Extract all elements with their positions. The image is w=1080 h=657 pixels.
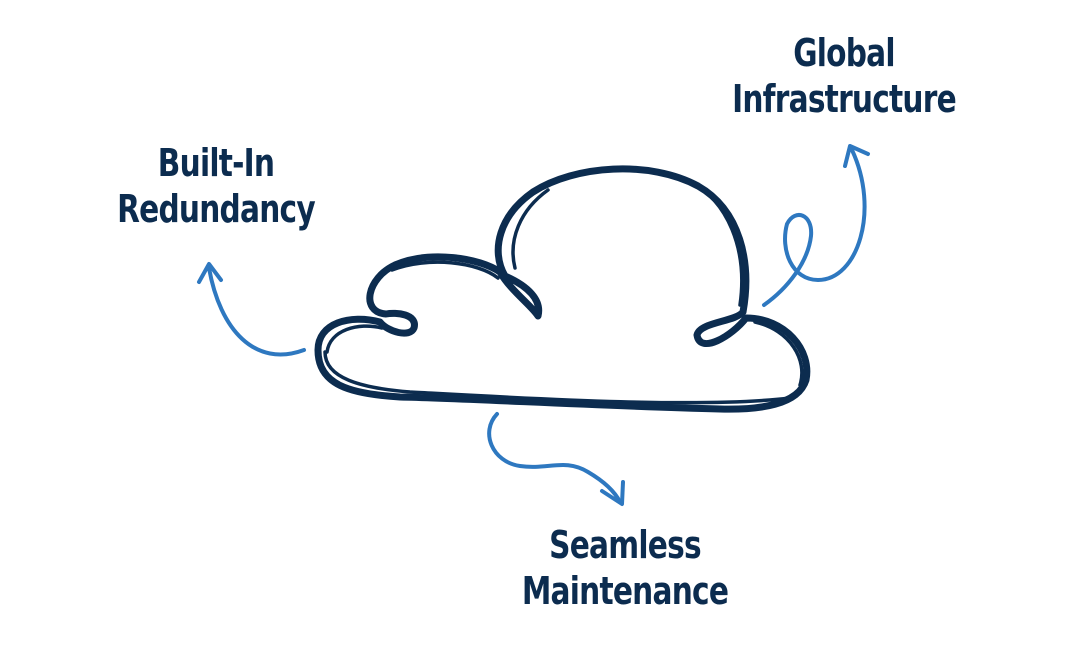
label-global-line-2: Infrastructure [732, 77, 957, 121]
maintenance-arrow-head [600, 480, 625, 506]
wavy-arrow-down-right-icon [487, 412, 625, 506]
label-redundancy-line-1: Built-In [157, 141, 275, 185]
redundancy-arrow-shaft [207, 266, 306, 357]
label-maintenance-line-1: Seamless [549, 523, 701, 567]
label-global-line-1: Global [793, 31, 895, 75]
global-arrow-head [843, 144, 870, 168]
label-global-infrastructure: Global Infrastructure [727, 30, 961, 122]
curved-arrow-up-left-icon [197, 262, 306, 357]
curly-arrow-up-right-icon [762, 144, 870, 307]
cloud-outline-stroke [314, 165, 811, 413]
label-maintenance-line-2: Maintenance [521, 569, 729, 613]
global-arrow-shaft [762, 148, 867, 307]
label-seamless-maintenance: Seamless Maintenance [508, 522, 742, 614]
label-redundancy-line-2: Redundancy [117, 187, 316, 231]
redundancy-arrow-head [197, 262, 223, 284]
label-built-in-redundancy: Built-In Redundancy [107, 140, 325, 232]
cloud-outline-retrace [323, 178, 804, 405]
cloud-icon [314, 165, 811, 413]
maintenance-arrow-shaft [487, 412, 622, 504]
